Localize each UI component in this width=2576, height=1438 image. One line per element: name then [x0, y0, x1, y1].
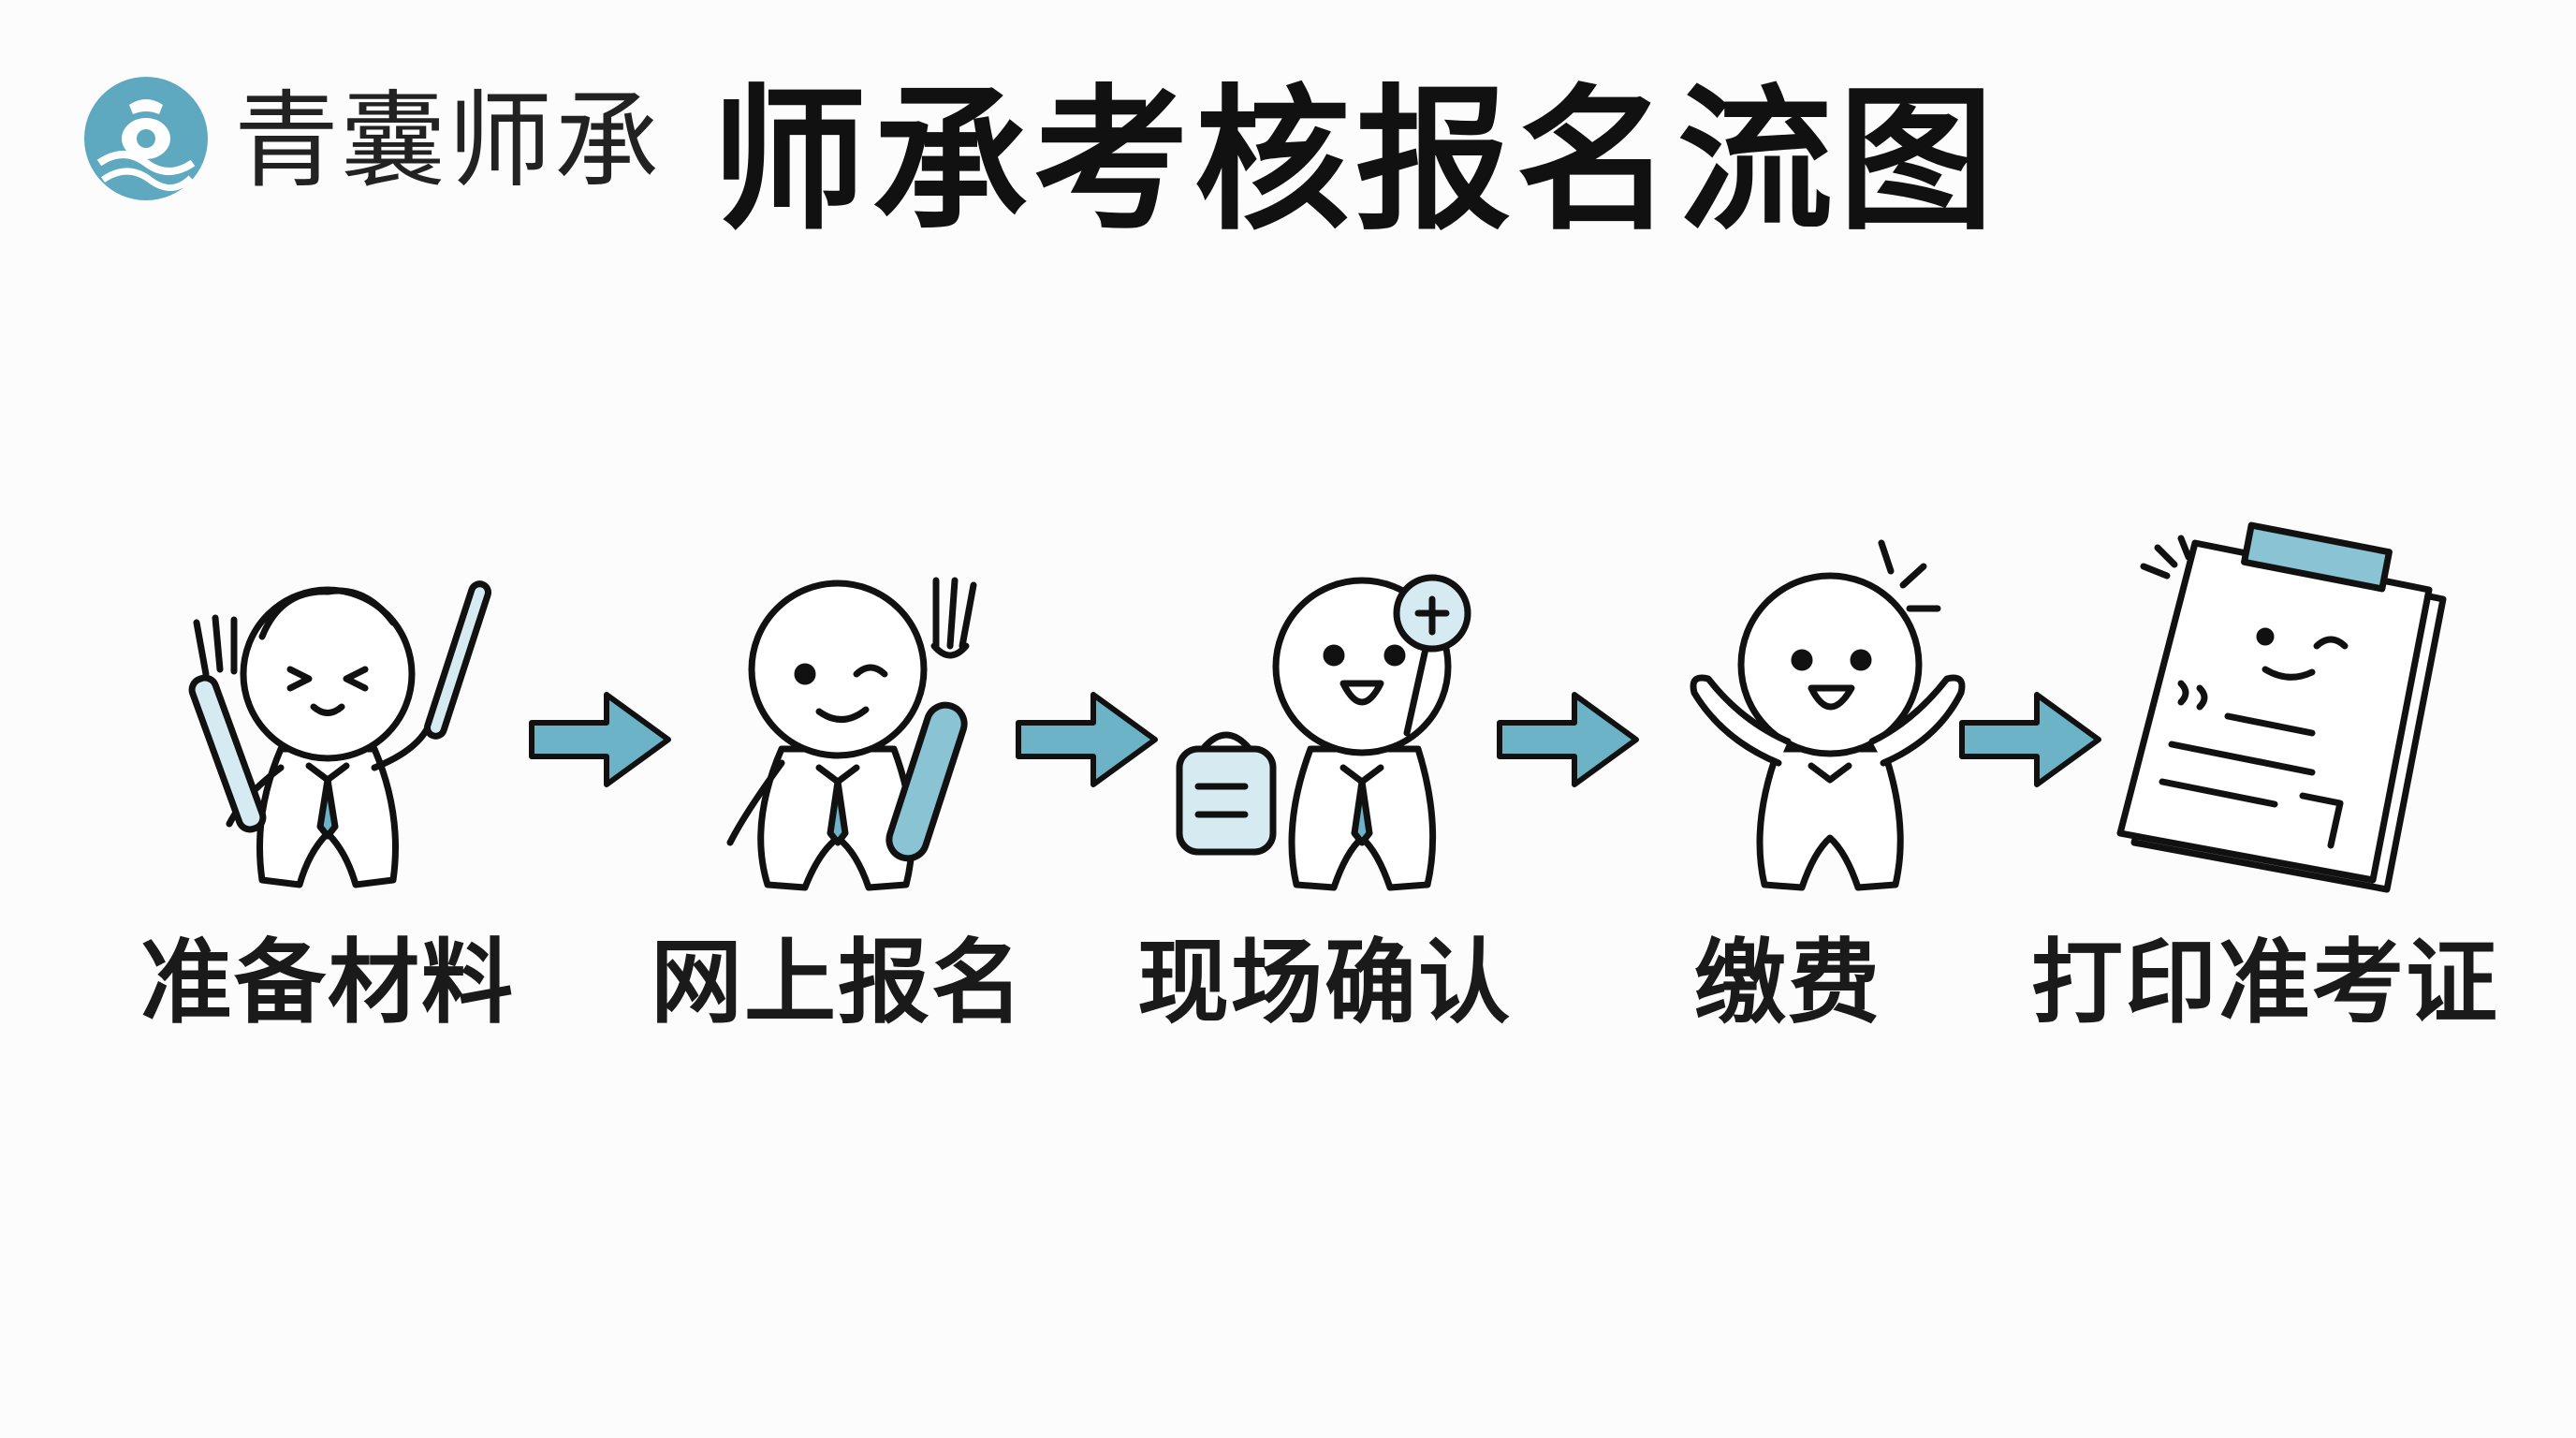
arrow-right-icon	[1497, 692, 1639, 787]
step-label-online-registration: 网上报名	[650, 930, 1025, 1036]
step-label-prepare-materials: 准备材料	[139, 930, 515, 1036]
step-label-payment: 缴费	[1693, 930, 1881, 1036]
character-winking-with-fork-icon	[726, 577, 977, 891]
character-cheering-icon	[1690, 539, 1966, 891]
arrow-right-icon	[529, 692, 671, 787]
page-title: 师承考核报名流图	[711, 71, 1999, 252]
character-with-bag-and-magnifier-icon	[1176, 574, 1471, 891]
step-label-print-admission-ticket: 打印准考证	[2030, 930, 2499, 1036]
character-with-utensils-icon	[188, 580, 491, 888]
arrow-right-icon	[1016, 692, 1158, 787]
step-label-onsite-confirmation: 现场确认	[1136, 930, 1512, 1036]
brand-logo-icon	[84, 77, 208, 200]
arrow-right-icon	[1959, 692, 2101, 787]
brand-name: 青囊师承	[234, 81, 661, 202]
admission-ticket-document-icon	[2116, 521, 2447, 893]
